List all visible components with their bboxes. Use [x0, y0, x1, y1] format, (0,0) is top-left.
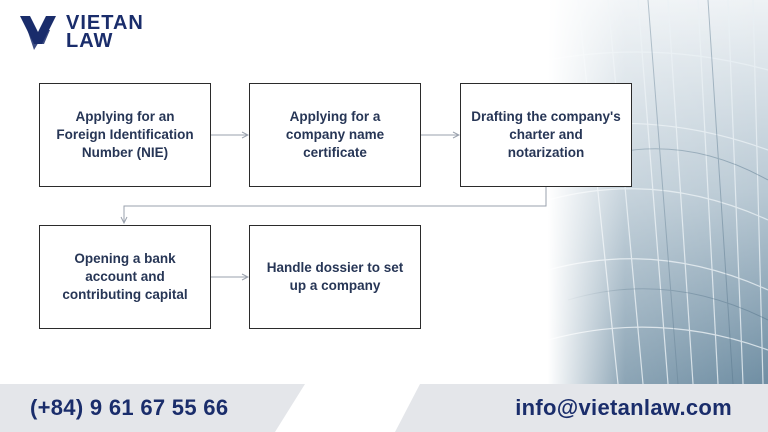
flow-step-3: Drafting the company's charter and notar… [460, 83, 632, 187]
flow-step-3-label: Drafting the company's charter and notar… [471, 109, 621, 160]
logo-icon [20, 16, 56, 50]
background-building-image [548, 0, 768, 384]
flow-step-2: Applying for a company name certificate [249, 83, 421, 187]
flow-step-1-label: Applying for an Foreign Identification N… [56, 109, 194, 160]
flow-step-1: Applying for an Foreign Identification N… [39, 83, 211, 187]
flow-step-4-label: Opening a bank account and contributing … [62, 251, 188, 302]
contact-email[interactable]: info@vietanlaw.com [515, 395, 732, 420]
flow-step-5-label: Handle dossier to set up a company [266, 260, 404, 293]
brand-name: VIETAN LAW [66, 12, 144, 52]
flow-step-4: Opening a bank account and contributing … [39, 225, 211, 329]
brand-name-line2: LAW [66, 30, 114, 52]
footer-band [0, 384, 768, 432]
connector-3-4 [124, 187, 547, 223]
flow-step-5: Handle dossier to set up a company [249, 225, 421, 329]
brand-logo: VIETAN LAW [16, 10, 144, 54]
contact-phone[interactable]: (+84) 9 61 67 55 66 [30, 395, 229, 420]
footer-background [0, 384, 768, 432]
brand-name-line1: VIETAN [66, 12, 144, 34]
flow-step-2-label: Applying for a company name certificate [285, 109, 385, 160]
